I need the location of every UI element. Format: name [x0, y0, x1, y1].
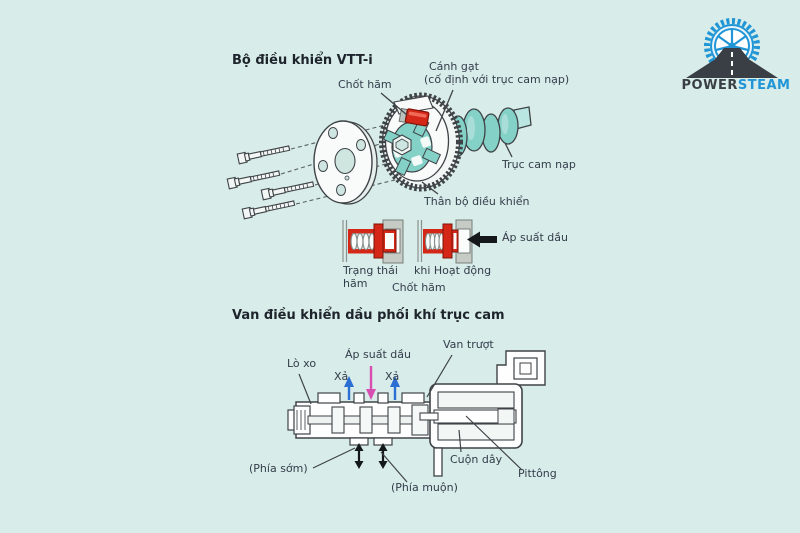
oil-control-valve [287, 350, 546, 477]
label-vane: Cánh gạt [429, 60, 479, 73]
solenoid-body [419, 383, 523, 477]
ocv-title: Van điều khiển dầu phối khí trục cam [232, 308, 505, 323]
logo-power-text: POWER [681, 78, 738, 93]
mounting-bolts [226, 145, 315, 220]
label-advance-side: (Phía sớm) [249, 462, 308, 475]
supply-arrow-pink [366, 366, 376, 400]
logo-steam-text: STEAM [737, 78, 791, 93]
label-controller-body: Thân bộ điều khiển [424, 195, 530, 208]
vvti-title: Bộ điều khiển VTT-i [232, 53, 373, 68]
powersteam-logo: POWERSTEAM [676, 12, 796, 104]
label-piston: Pittông [518, 467, 557, 480]
bottom-leader-lines [298, 354, 523, 483]
connector-socket [513, 357, 538, 380]
vvti-controller-sprocket [379, 92, 463, 192]
retard-double-arrow [378, 443, 388, 469]
label-lock-pin-bottom: Chốt hãm [392, 281, 446, 294]
drain-arrow-left [344, 376, 354, 400]
label-operating: khi Hoạt động [414, 264, 492, 277]
label-drain-right: Xả [385, 370, 400, 383]
label-locked-state-line1: Trạng thái [343, 264, 398, 277]
solenoid-connector [496, 350, 546, 386]
lock-pin-inset-operating [417, 219, 473, 264]
label-intake-camshaft: Trục cam nạp [502, 158, 576, 171]
label-vane-note: (cố định với trục cam nạp) [424, 73, 570, 86]
logo-wordmark: POWERSTEAM [676, 78, 796, 93]
label-coil: Cuộn dây [450, 453, 503, 466]
label-spring: Lò xo [287, 357, 317, 370]
advance-double-arrow [354, 443, 364, 469]
top-leader-lines [380, 89, 513, 195]
oil-pressure-arrow-black [467, 231, 497, 248]
drain-arrow-right [390, 376, 400, 400]
label-locked-state-line2: hãm [343, 277, 368, 290]
label-spool-valve: Van trượt [443, 338, 494, 351]
lock-pin-inset-locked [342, 219, 404, 264]
label-oil-pressure-bottom: Áp suất dầu [345, 348, 411, 361]
lock-pin [398, 107, 430, 127]
label-lock-pin-top: Chốt hãm [338, 78, 392, 91]
cover-plate [313, 120, 378, 205]
wheel-road-icon [686, 18, 778, 78]
label-retard-side: (Phía muộn) [391, 481, 458, 494]
label-oil-pressure-mid: Áp suất dầu [502, 231, 568, 244]
connector-pin-opening [519, 362, 532, 375]
label-drain-left: Xả [334, 370, 349, 383]
